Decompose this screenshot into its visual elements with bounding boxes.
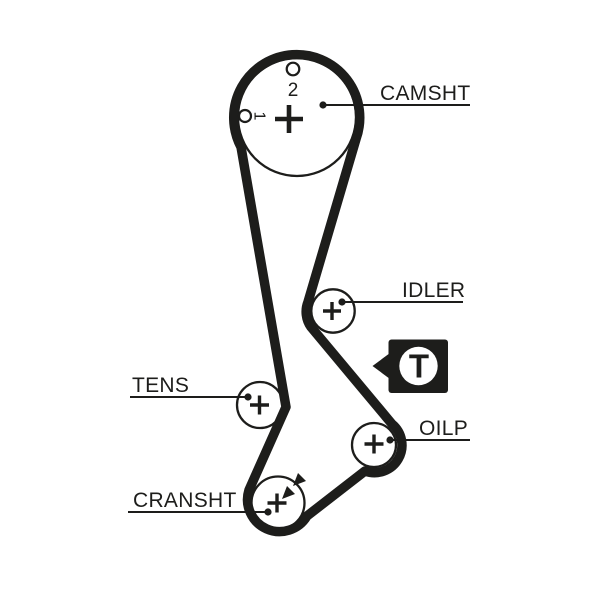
idler-leader-dot (338, 298, 346, 306)
oil-pump-label: OILP (419, 417, 468, 440)
camshaft-timing-mark-1-circle (237, 108, 253, 124)
camshaft-label: CAMSHT (380, 82, 470, 105)
crankshaft-label: CRANSHT (133, 489, 237, 512)
camshaft-timing-mark-2-digit: 2 (288, 80, 299, 101)
tensioner-badge-pointer-icon (372, 353, 390, 379)
camshaft-timing-mark-1-digit: 1 (251, 112, 268, 121)
oil-pump-leader-dot (386, 436, 394, 444)
camshaft-leader-dot (319, 101, 327, 109)
idler-center-cross (323, 302, 341, 320)
crankshaft-timing-arrow-upper-icon (293, 473, 306, 486)
idler-label: IDLER (402, 279, 465, 302)
camshaft-timing-mark-2-circle (285, 61, 301, 77)
tensioner-direction-badge: T (372, 339, 448, 393)
timing-belt (229, 49, 407, 537)
camshaft-center-cross (275, 105, 303, 133)
tensioner-badge-letter: T (409, 348, 429, 385)
oil-pump-center-cross (364, 434, 384, 454)
crankshaft-leader-dot (264, 508, 272, 516)
tensioner-label: TENS (132, 374, 189, 397)
tensioner-leader-dot (244, 393, 252, 401)
tensioner-center-cross (250, 395, 269, 415)
tensioner-badge-circle (399, 346, 438, 386)
crankshaft-center-cross (267, 493, 287, 513)
crankshaft-timing-arrow-lower-icon (282, 486, 295, 499)
